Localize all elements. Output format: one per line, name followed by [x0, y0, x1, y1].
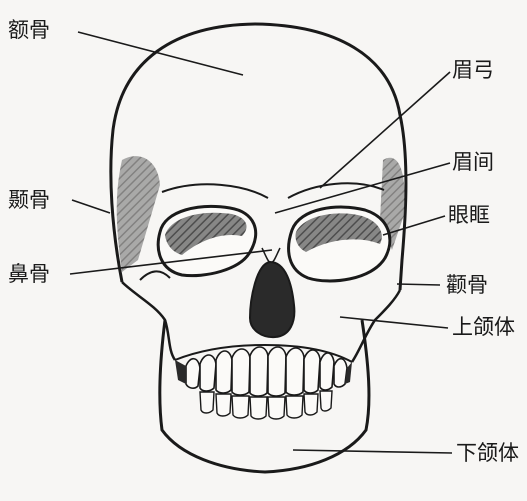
label-glabella: 眉间	[452, 150, 494, 174]
lower-teeth	[200, 391, 332, 419]
mandible-outline	[160, 320, 369, 472]
left-zygomatic-edge	[140, 271, 170, 280]
left-cheekbone	[122, 282, 175, 360]
left-jaw-shading	[175, 360, 186, 384]
label-brow-ridge: 眉弓	[452, 58, 494, 82]
label-orbit: 眼眶	[448, 203, 490, 227]
label-nasal-bone: 鼻骨	[8, 262, 50, 286]
right-cheekbone	[352, 290, 400, 362]
label-mandible: 下颌体	[456, 441, 519, 465]
label-zygomatic-bone: 颧骨	[446, 273, 488, 297]
temporal-shading-left	[117, 156, 160, 272]
label-frontal-bone: 额骨	[8, 18, 50, 42]
label-maxilla: 上颌体	[452, 315, 515, 339]
upper-teeth	[186, 347, 347, 396]
nasal-aperture	[250, 262, 294, 337]
label-temporal-bone: 颞骨	[8, 188, 50, 212]
